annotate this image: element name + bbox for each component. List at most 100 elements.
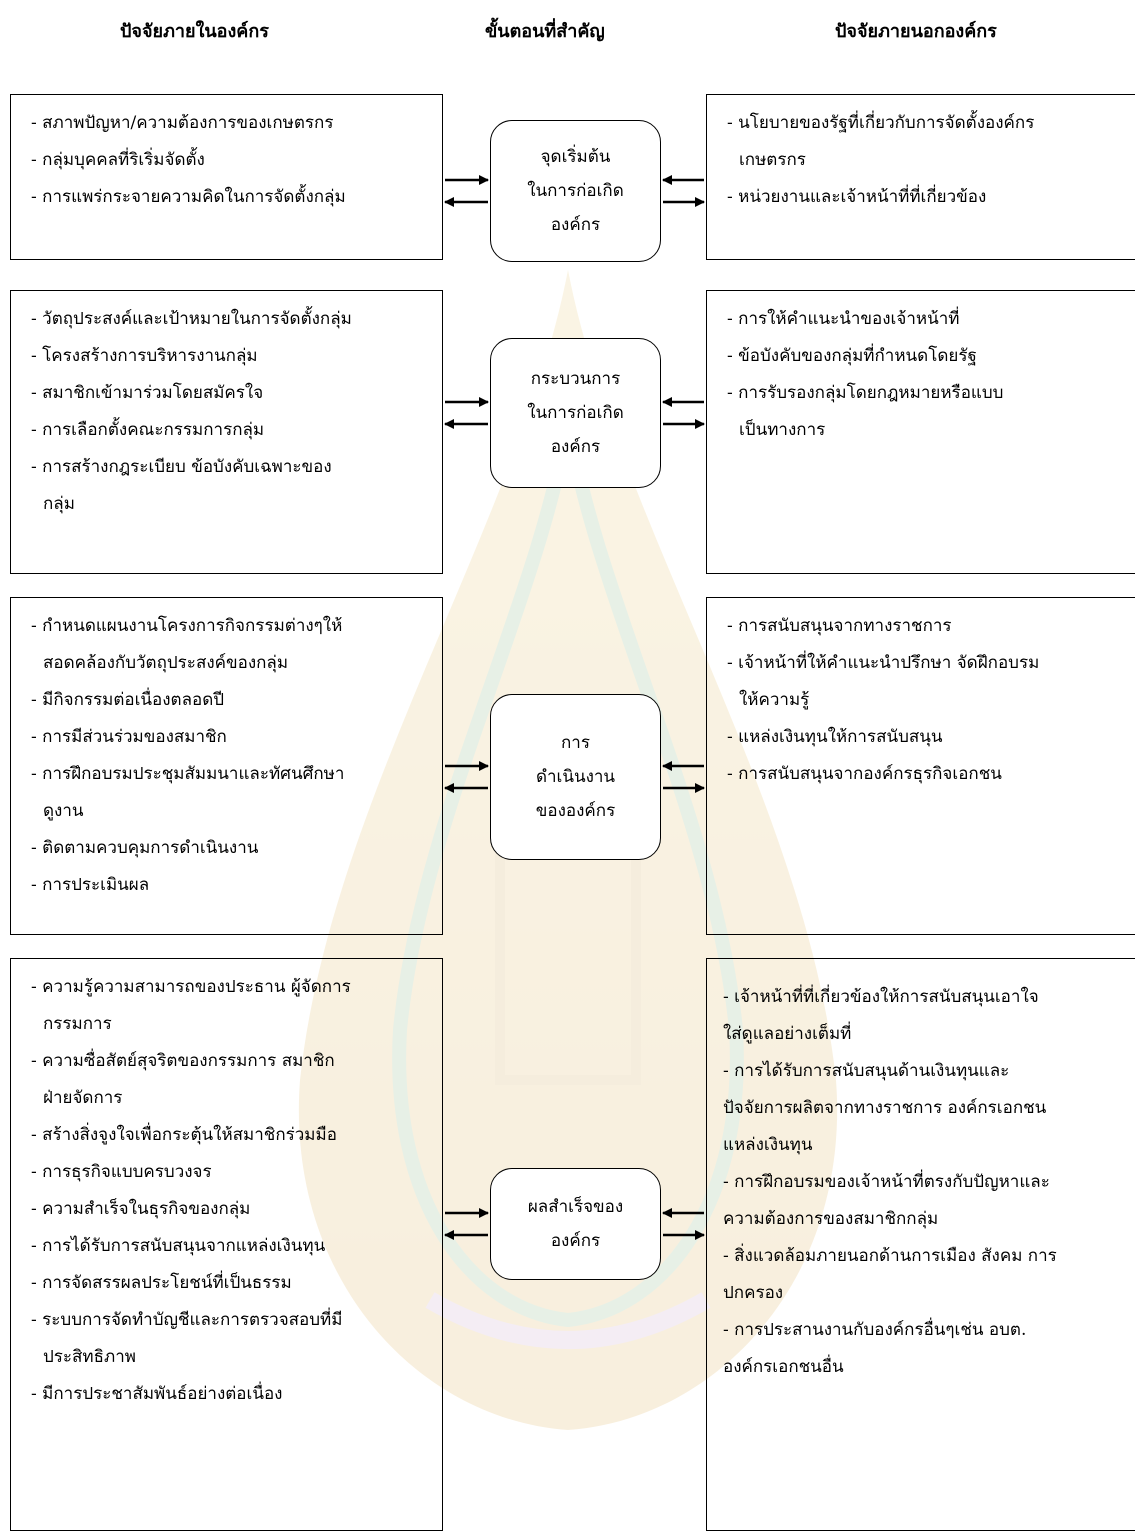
stage-label: จุดเริ่มต้น bbox=[540, 147, 611, 167]
factor-text: - โครงสร้างการบริหารงานกลุ่ม bbox=[31, 346, 258, 366]
internal-factor-item: - ระบบการจัดทำบัญชีและการตรวจสอบที่มีประ… bbox=[31, 1302, 442, 1376]
factor-text: - การรับรองกลุ่มโดยกฎหมายหรือแบบ bbox=[727, 383, 1004, 403]
internal-factor-item: - สร้างสิ่งจูงใจเพื่อกระตุ้นให้สมาชิกร่ว… bbox=[31, 1117, 442, 1154]
factor-text: - ความซื่อสัตย์สุจริตของกรรมการ สมาชิก bbox=[31, 1051, 335, 1071]
factor-text: - สภาพปัญหา/ความต้องการของเกษตรกร bbox=[31, 113, 334, 133]
external-factor-item: - การรับรองกลุ่มโดยกฎหมายหรือแบบเป็นทางก… bbox=[727, 375, 1135, 449]
external-factor-item: - สิ่งแวดล้อมภายนอกด้านการเมือง สังคม กา… bbox=[723, 1238, 1135, 1312]
factor-text-continued: แหล่งเงินทุน bbox=[723, 1135, 813, 1155]
stage-box: จุดเริ่มต้นในการก่อเกิดองค์กร bbox=[490, 120, 661, 262]
factor-text: - ความสำเร็จในธุรกิจของกลุ่ม bbox=[31, 1199, 251, 1219]
factor-text: - แหล่งเงินทุนให้การสนับสนุน bbox=[727, 727, 943, 747]
internal-factor-item: - การได้รับการสนับสนุนจากแหล่งเงินทุน bbox=[31, 1228, 442, 1265]
internal-factor-item: - การสร้างกฎระเบียบ ข้อบังคับเฉพาะของกลุ… bbox=[31, 449, 442, 523]
factor-text: - สมาชิกเข้ามาร่วมโดยสมัครใจ bbox=[31, 383, 264, 403]
external-factor-item: - การฝึกอบรมของเจ้าหน้าที่ตรงกับปัญหาและ… bbox=[723, 1164, 1135, 1238]
external-factor-item: - การสนับสนุนจากทางราชการ bbox=[727, 608, 1135, 645]
stage-label: กระบวนการ bbox=[530, 369, 621, 389]
stage-label: ผลสำเร็จของ bbox=[527, 1197, 624, 1217]
internal-factor-item: - มีกิจกรรมต่อเนื่องตลอดปี bbox=[31, 682, 442, 719]
factor-text: - กลุ่มบุคคลที่ริเริ่มจัดตั้ง bbox=[31, 150, 205, 170]
stage-label: ในการก่อเกิด bbox=[527, 181, 624, 201]
factor-text: - สิ่งแวดล้อมภายนอกด้านการเมือง สังคม กา… bbox=[723, 1246, 1057, 1266]
external-factor-item: - ข้อบังคับของกลุ่มที่กำหนดโดยรัฐ bbox=[727, 338, 1135, 375]
factor-text-continued: ความต้องการของสมาชิกกลุ่ม bbox=[723, 1209, 939, 1229]
external-factor-item: - การให้คำแนะนำของเจ้าหน้าที่ bbox=[727, 301, 1135, 338]
factor-text: - การได้รับการสนับสนุนจากแหล่งเงินทุน bbox=[31, 1236, 326, 1256]
factor-text: - วัตถุประสงค์และเป้าหมายในการจัดตั้งกลุ… bbox=[31, 309, 352, 329]
internal-factor-item: - วัตถุประสงค์และเป้าหมายในการจัดตั้งกลุ… bbox=[31, 301, 442, 338]
factor-text: - การสนับสนุนจากองค์กรธุรกิจเอกชน bbox=[727, 764, 1002, 784]
factor-text: - การสนับสนุนจากทางราชการ bbox=[727, 616, 952, 636]
factor-text: - ข้อบังคับของกลุ่มที่กำหนดโดยรัฐ bbox=[727, 346, 977, 366]
factor-text: - สร้างสิ่งจูงใจเพื่อกระตุ้นให้สมาชิกร่ว… bbox=[31, 1125, 337, 1145]
factor-text: - การฝึกอบรมของเจ้าหน้าที่ตรงกับปัญหาและ bbox=[723, 1172, 1050, 1192]
factor-text: - ระบบการจัดทำบัญชีและการตรวจสอบที่มี bbox=[31, 1310, 343, 1330]
external-factor-item: - เจ้าหน้าที่ให้คำแนะนำปรึกษา จัดฝึกอบรม… bbox=[727, 645, 1135, 719]
stage-label: ในการก่อเกิด bbox=[527, 403, 624, 423]
factor-text-continued: ฝ่ายจัดการ bbox=[43, 1088, 123, 1108]
factor-text-continued: องค์กรเอกชนอื่น bbox=[723, 1357, 844, 1377]
factor-text-continued: เกษตรกร bbox=[739, 150, 806, 170]
external-factor-item: - การได้รับการสนับสนุนด้านเงินทุนและปัจจ… bbox=[723, 1053, 1135, 1164]
external-factor-item: - การสนับสนุนจากองค์กรธุรกิจเอกชน bbox=[727, 756, 1135, 793]
stage-label: ขององค์กร bbox=[535, 801, 616, 821]
factor-text-continued: เป็นทางการ bbox=[739, 420, 826, 440]
stage-label: องค์กร bbox=[550, 215, 601, 235]
internal-factor-item: - ความรู้ความสามารถของประธาน ผู้จัดการกร… bbox=[31, 969, 442, 1043]
internal-factor-item: - ความสำเร็จในธุรกิจของกลุ่ม bbox=[31, 1191, 442, 1228]
internal-factor-item: - การแพร่กระจายความคิดในการจัดตั้งกลุ่ม bbox=[31, 179, 442, 216]
external-factors-box: - การสนับสนุนจากทางราชการ - เจ้าหน้าที่ให… bbox=[706, 597, 1135, 935]
internal-factor-item: - การธุรกิจแบบครบวงจร bbox=[31, 1154, 442, 1191]
factor-text: - การจัดสรรผลประโยชน์ที่เป็นธรรม bbox=[31, 1273, 292, 1293]
stage-box: ผลสำเร็จขององค์กร bbox=[490, 1168, 661, 1280]
factor-text: - การธุรกิจแบบครบวงจร bbox=[31, 1162, 212, 1182]
factor-text-continued: ดูงาน bbox=[43, 801, 84, 821]
internal-factors-box: - วัตถุประสงค์และเป้าหมายในการจัดตั้งกลุ… bbox=[10, 290, 443, 574]
header-key-stages: ขั้นตอนที่สำคัญ bbox=[485, 21, 605, 42]
external-factor-item: - เจ้าหน้าที่ที่เกี่ยวข้องให้การสนับสนุน… bbox=[723, 979, 1135, 1053]
internal-factor-item: - การประเมินผล bbox=[31, 867, 442, 904]
factor-text-continued: ประสิทธิภาพ bbox=[43, 1347, 136, 1367]
internal-factors-box: - กำหนดแผนงานโครงการกิจกรรมต่างๆให้สอดคล… bbox=[10, 597, 443, 935]
factor-text: - เจ้าหน้าที่ที่เกี่ยวข้องให้การสนับสนุน… bbox=[723, 987, 1039, 1007]
factor-text: - กำหนดแผนงานโครงการกิจกรรมต่างๆให้ bbox=[31, 616, 343, 636]
internal-factor-item: - สภาพปัญหา/ความต้องการของเกษตรกร bbox=[31, 105, 442, 142]
internal-factor-item: - โครงสร้างการบริหารงานกลุ่ม bbox=[31, 338, 442, 375]
factor-text: - มีกิจกรรมต่อเนื่องตลอดปี bbox=[31, 690, 225, 710]
factor-text: - การมีส่วนร่วมของสมาชิก bbox=[31, 727, 227, 747]
internal-factor-item: - การเลือกตั้งคณะกรรมการกลุ่ม bbox=[31, 412, 442, 449]
factor-text-continued: ปกครอง bbox=[723, 1283, 784, 1303]
external-factor-item: - การประสานงานกับองค์กรอื่นๆเช่น อบต.องค… bbox=[723, 1312, 1135, 1386]
factor-text-continued: ให้ความรู้ bbox=[739, 690, 810, 710]
internal-factor-item: - การฝึกอบรมประชุมสัมมนาและทัศนศึกษาดูงา… bbox=[31, 756, 442, 830]
factor-text: - การให้คำแนะนำของเจ้าหน้าที่ bbox=[727, 309, 960, 329]
internal-factor-item: - กำหนดแผนงานโครงการกิจกรรมต่างๆให้สอดคล… bbox=[31, 608, 442, 682]
internal-factor-item: - การจัดสรรผลประโยชน์ที่เป็นธรรม bbox=[31, 1265, 442, 1302]
factor-text: - เจ้าหน้าที่ให้คำแนะนำปรึกษา จัดฝึกอบรม bbox=[727, 653, 1040, 673]
external-factors-box: - เจ้าหน้าที่ที่เกี่ยวข้องให้การสนับสนุน… bbox=[706, 958, 1135, 1531]
external-factors-box: - การให้คำแนะนำของเจ้าหน้าที่ - ข้อบังคับ… bbox=[706, 290, 1135, 574]
external-factors-box: - นโยบายของรัฐที่เกี่ยวกับการจัดตั้งองค์… bbox=[706, 94, 1135, 260]
factor-text-continued: กลุ่ม bbox=[43, 494, 75, 514]
factor-text: - การฝึกอบรมประชุมสัมมนาและทัศนศึกษา bbox=[31, 764, 345, 784]
factor-text: - ติดตามควบคุมการดำเนินงาน bbox=[31, 838, 259, 858]
factor-text: - การประเมินผล bbox=[31, 875, 150, 895]
factor-text-continued: ใส่ดูแลอย่างเต็มที่ bbox=[723, 1024, 852, 1044]
factor-text: - ความรู้ความสามารถของประธาน ผู้จัดการ bbox=[31, 977, 351, 997]
factor-text: - หน่วยงานและเจ้าหน้าที่ที่เกี่ยวข้อง bbox=[727, 187, 987, 207]
factor-text-continued: สอดคล้องกับวัตถุประสงค์ของกลุ่ม bbox=[43, 653, 289, 673]
internal-factor-item: - ความซื่อสัตย์สุจริตของกรรมการ สมาชิกฝ่… bbox=[31, 1043, 442, 1117]
factor-text: - การสร้างกฎระเบียบ ข้อบังคับเฉพาะของ bbox=[31, 457, 332, 477]
stage-label: องค์กร bbox=[550, 437, 601, 457]
factor-text-continued: กรรมการ bbox=[43, 1014, 112, 1034]
stage-label: องค์กร bbox=[550, 1231, 601, 1251]
internal-factor-item: - กลุ่มบุคคลที่ริเริ่มจัดตั้ง bbox=[31, 142, 442, 179]
header-internal-factors: ปัจจัยภายในองค์กร bbox=[120, 21, 269, 42]
external-factor-item: - หน่วยงานและเจ้าหน้าที่ที่เกี่ยวข้อง bbox=[727, 179, 1135, 216]
factor-text: - นโยบายของรัฐที่เกี่ยวกับการจัดตั้งองค์… bbox=[727, 113, 1035, 133]
header-external-factors: ปัจจัยภายนอกองค์กร bbox=[835, 21, 997, 42]
factor-text: - การได้รับการสนับสนุนด้านเงินทุนและ bbox=[723, 1061, 1010, 1081]
stage-box: กระบวนการในการก่อเกิดองค์กร bbox=[490, 338, 661, 488]
internal-factor-item: - มีการประชาสัมพันธ์อย่างต่อเนื่อง bbox=[31, 1376, 442, 1413]
